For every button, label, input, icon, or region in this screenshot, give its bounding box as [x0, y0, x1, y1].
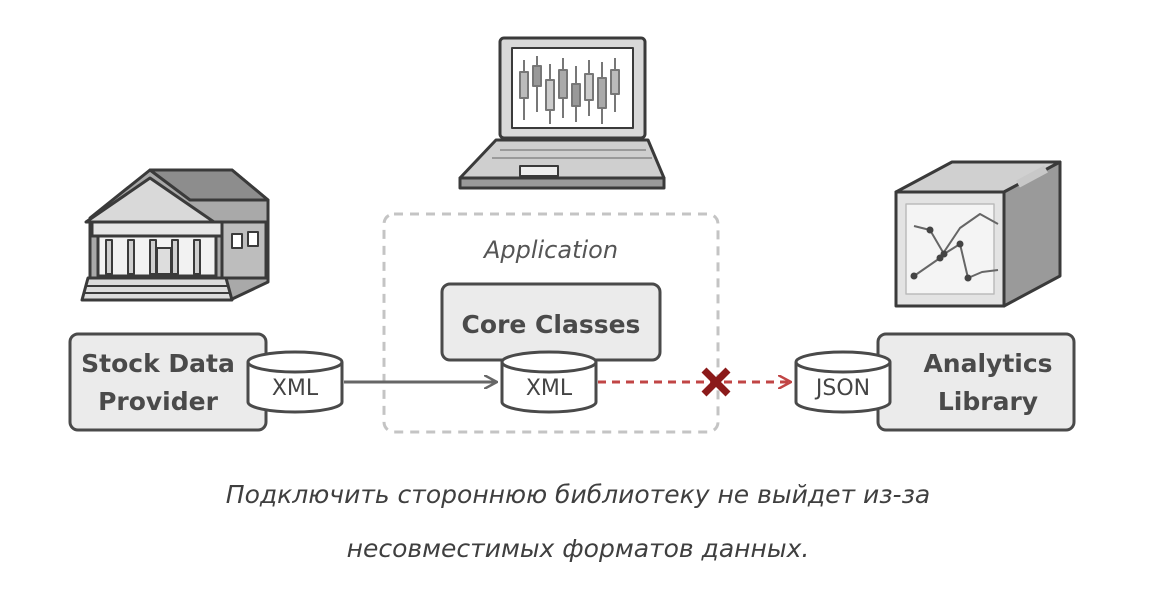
library-label-line2: Library	[938, 387, 1038, 416]
provider-xml-label: XML	[272, 376, 319, 401]
laptop-icon	[458, 36, 666, 190]
library-json-label: JSON	[814, 376, 870, 401]
application-xml-label: XML	[526, 376, 573, 401]
provider-label-line1: Stock Data	[81, 349, 235, 378]
library-label-line1: Analytics	[923, 349, 1052, 378]
bank-building-icon	[80, 168, 270, 302]
application-xml-database: XML	[500, 350, 598, 414]
library-json-database: JSON	[794, 350, 892, 414]
provider-xml-database: XML	[246, 350, 344, 414]
application-label: Application	[482, 236, 618, 264]
core-classes-label: Core Classes	[462, 310, 641, 339]
cross-icon	[701, 367, 731, 397]
caption-line-2: несовместимых форматов данных.	[346, 534, 810, 563]
provider-label-line2: Provider	[98, 387, 219, 416]
caption-line-1: Подключить стороннюю библиотеку не выйде…	[225, 480, 931, 509]
analytics-box-icon	[894, 160, 1062, 308]
